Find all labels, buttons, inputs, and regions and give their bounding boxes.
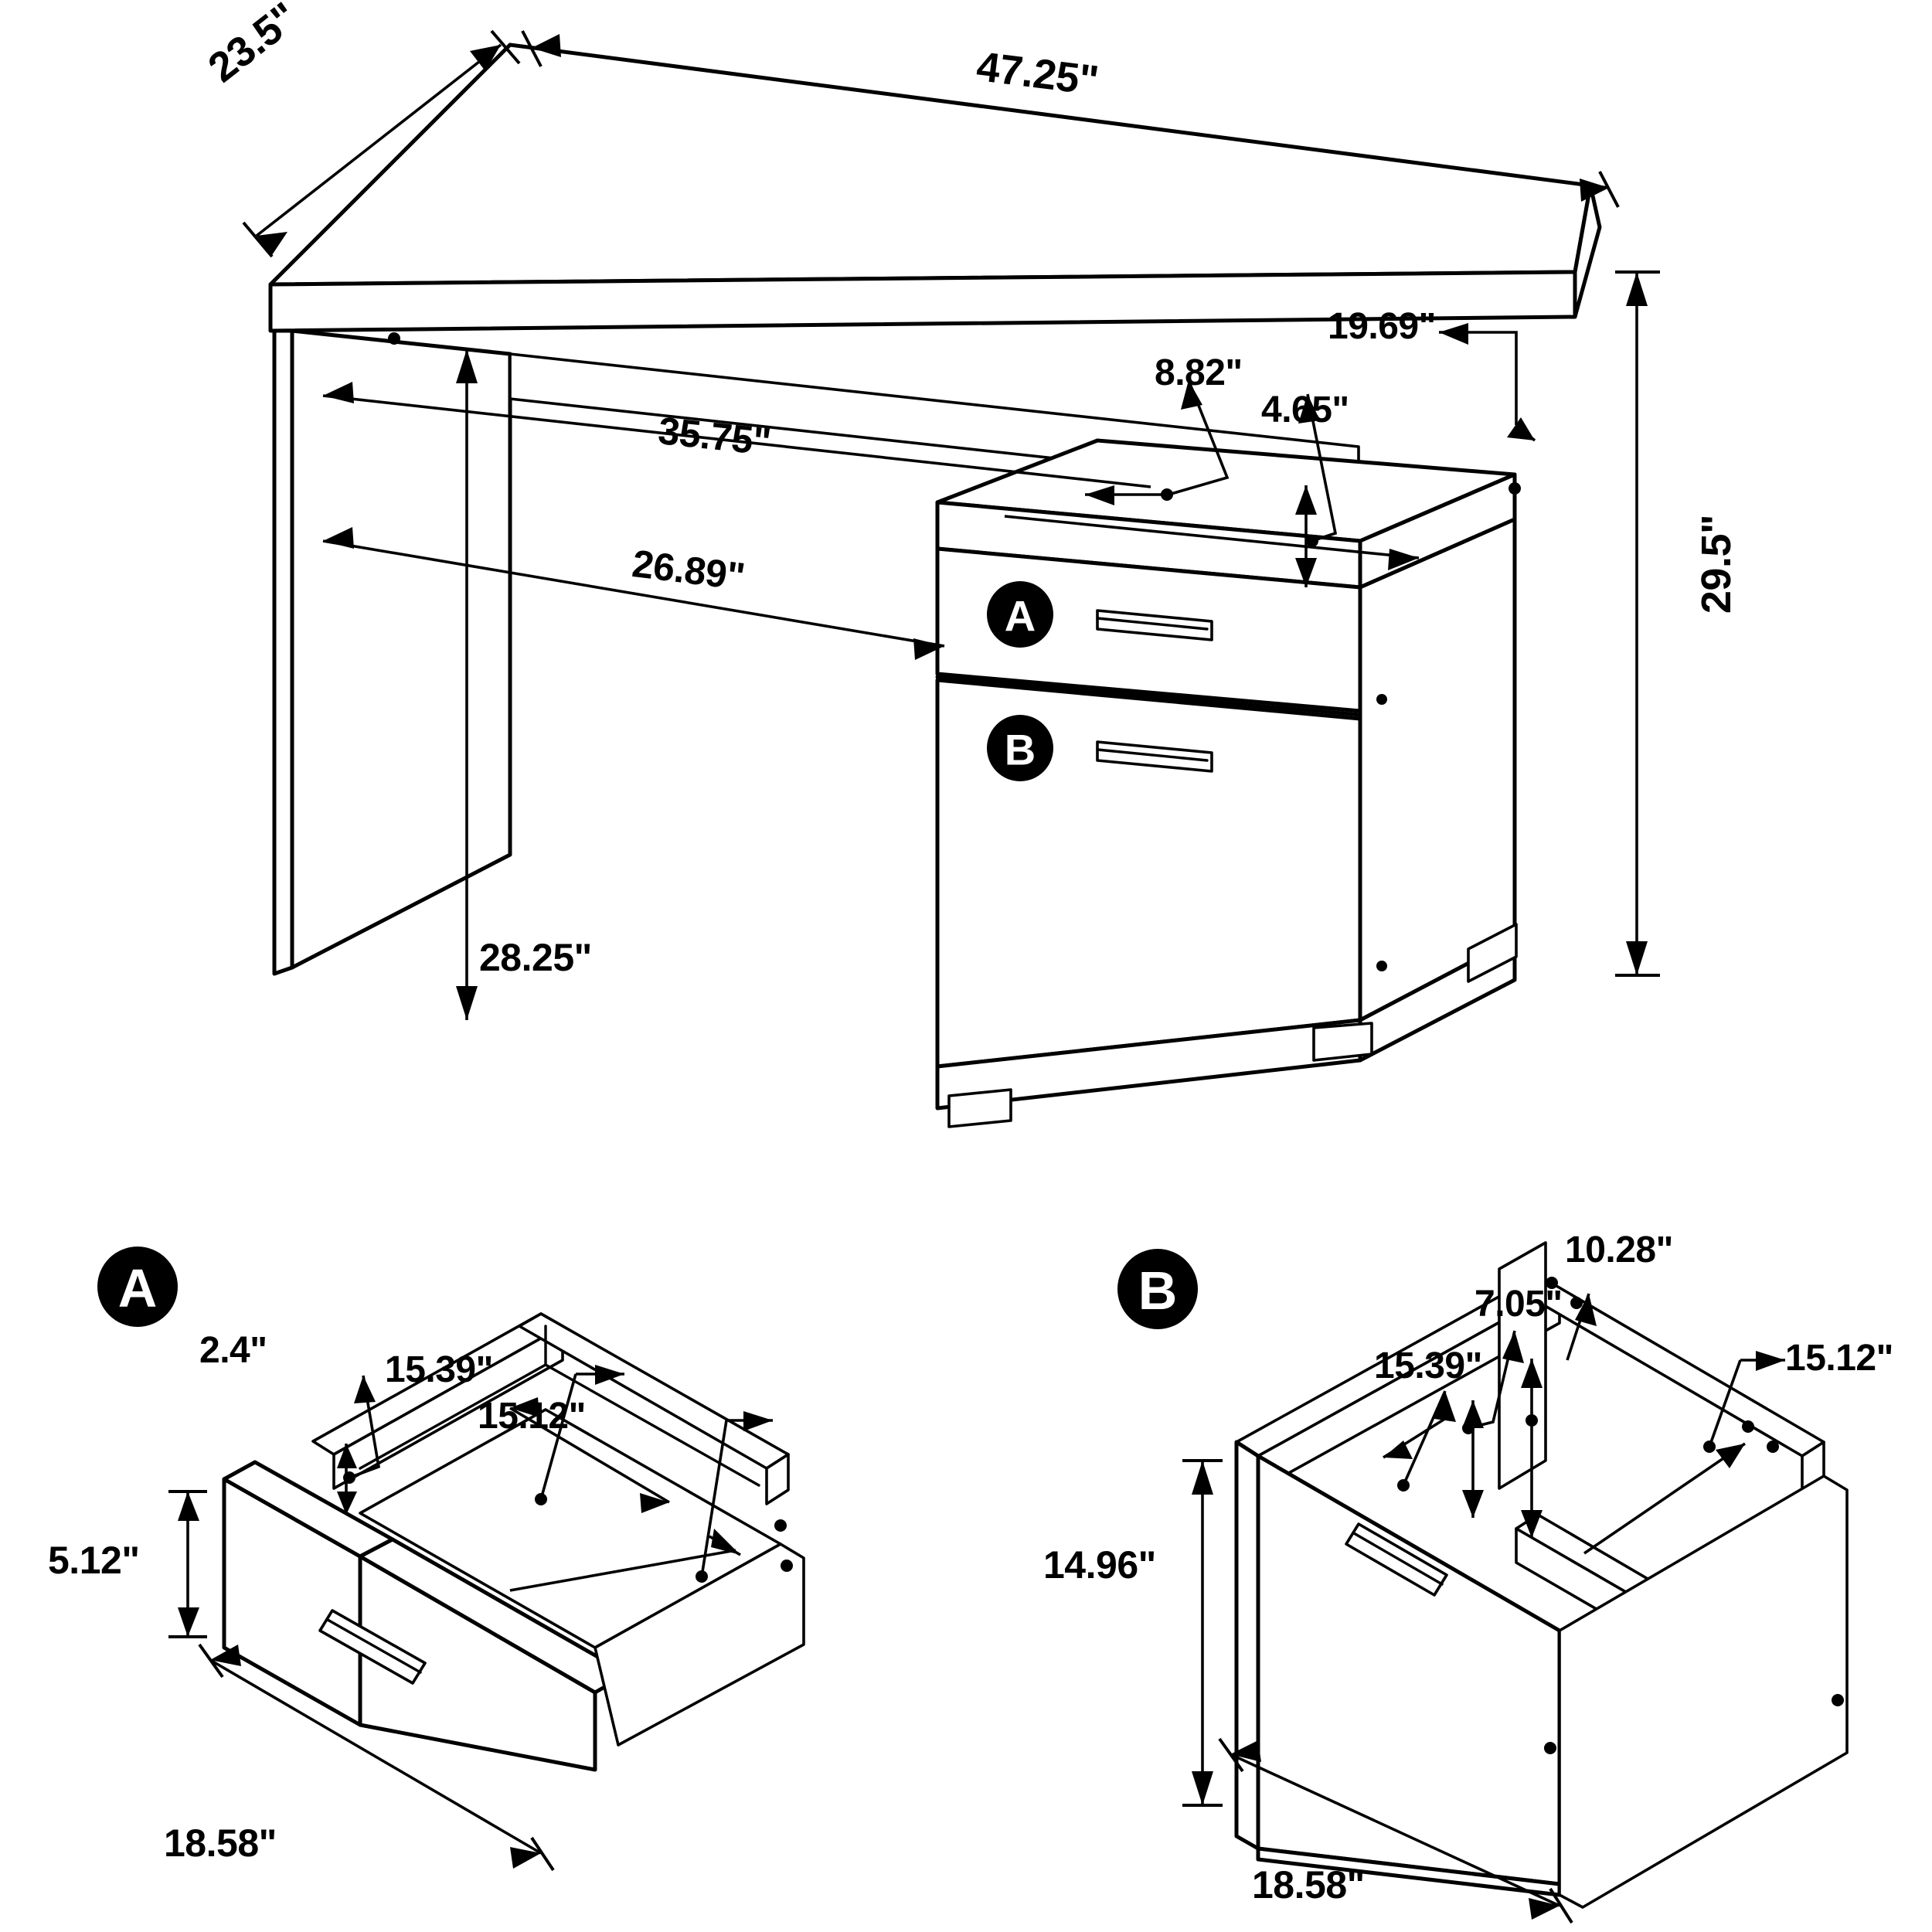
dim-label-drawer-a-front-width: 18.58" bbox=[164, 1821, 277, 1865]
dim-drawer-b-front-width bbox=[1218, 1737, 1573, 1924]
dim-label-drawer-b-divider-height: 7.05" bbox=[1475, 1284, 1563, 1325]
dim-top-overhang-arrow bbox=[1004, 515, 1420, 570]
drawer-b-screw-4 bbox=[1767, 1440, 1779, 1453]
desk-top-right-edge bbox=[1573, 183, 1602, 319]
drawer-a-back-rail-front bbox=[332, 1325, 564, 1490]
svg-text:B: B bbox=[1138, 1260, 1178, 1321]
drawer-b-handle-detail bbox=[1096, 748, 1209, 762]
dim-label-overall-height: 29.5" bbox=[1693, 514, 1740, 614]
svg-text:A: A bbox=[118, 1258, 158, 1318]
dim-drawer-b-back-height bbox=[1521, 1293, 1597, 1538]
drawer-a-detail-handle bbox=[318, 1609, 427, 1685]
svg-text:B: B bbox=[1005, 726, 1036, 774]
drawer-b-screw-2 bbox=[1570, 1297, 1583, 1309]
drawer-b-divider-panel bbox=[1498, 1241, 1547, 1490]
cabinet-foot-front-left bbox=[947, 1088, 1012, 1128]
drawer-b-back-panel bbox=[1558, 1475, 1849, 1909]
screw-dot-top-right bbox=[1509, 482, 1521, 495]
dim-drawer-a-front-height bbox=[168, 1490, 207, 1638]
drawer-a-screw-1 bbox=[774, 1519, 787, 1532]
drawer-b-screw-5 bbox=[1544, 1742, 1556, 1754]
callout-badge-b-detail: B bbox=[1117, 1249, 1198, 1329]
desk-left-leg-panel-inner bbox=[290, 328, 512, 970]
callout-badge-a-detail: A bbox=[97, 1247, 178, 1327]
dim-drawer-b-back-width bbox=[1383, 1390, 1456, 1492]
drawer-b-detail-handle bbox=[1345, 1522, 1448, 1597]
dim-label-center-support-offset: 8.82" bbox=[1155, 352, 1243, 393]
dim-knee-width-low bbox=[322, 527, 945, 660]
drawer-b-front-panel bbox=[1234, 1440, 1260, 1851]
detail-b-view: B bbox=[1117, 1241, 1849, 1924]
screw-dot-side-upper bbox=[1376, 694, 1387, 705]
drawer-a-handle-detail bbox=[1096, 617, 1209, 631]
drawer-b-right-rail-top bbox=[1515, 1274, 1825, 1458]
dim-drawer-a-back-width bbox=[509, 1365, 670, 1513]
dim-knee-width-top bbox=[322, 382, 1151, 488]
screw-dot-side-lower bbox=[1376, 961, 1387, 971]
cabinet-foot-front-right bbox=[1312, 1022, 1373, 1062]
dim-overall-height bbox=[1615, 270, 1660, 977]
dim-center-support-offset bbox=[1085, 379, 1230, 505]
screw-dot-top-left bbox=[388, 332, 400, 345]
dim-top-gap-height bbox=[1295, 393, 1338, 587]
drawer-a-right-side-panel bbox=[594, 1543, 805, 1747]
drawer-b-front-face bbox=[1256, 1454, 1562, 1886]
dim-label-drawer-a-side-height: 2.4" bbox=[199, 1330, 267, 1371]
cabinet-drawer-seam bbox=[935, 675, 1362, 717]
dim-drawer-b-front-height bbox=[1182, 1459, 1223, 1807]
dim-label-leg-panel-height: 28.25" bbox=[479, 936, 592, 979]
drawer-a-detail-handle-line bbox=[326, 1618, 422, 1674]
drawer-b-screw-3 bbox=[1742, 1420, 1754, 1433]
dim-overall-depth bbox=[242, 29, 521, 258]
dim-drawer-b-bottom-width bbox=[1583, 1351, 1785, 1555]
dim-top-overhang-depth bbox=[1439, 323, 1536, 442]
dim-drawer-a-bottom-width bbox=[509, 1411, 773, 1592]
dim-label-top-gap-height: 4.65" bbox=[1261, 389, 1349, 430]
dim-label-drawer-a-back-width: 15.39" bbox=[385, 1349, 493, 1390]
drawer-b-screw-1 bbox=[1546, 1277, 1558, 1289]
dim-drawer-a-front-width bbox=[198, 1643, 555, 1872]
dim-label-drawer-b-front-width: 18.58" bbox=[1252, 1863, 1365, 1906]
desk-left-leg-panel bbox=[272, 328, 294, 976]
drawer-b-detail-handle-line bbox=[1352, 1532, 1444, 1586]
callout-badge-a-main: A bbox=[987, 581, 1053, 648]
dim-label-drawer-b-front-height: 14.96" bbox=[1043, 1543, 1156, 1587]
drawer-b-screw-6 bbox=[1832, 1694, 1844, 1706]
dim-leg-panel-height bbox=[456, 349, 478, 1020]
dim-label-top-overhang-depth: 19.69" bbox=[1328, 306, 1436, 347]
dim-overall-width bbox=[521, 30, 1620, 208]
desk-top-surface bbox=[268, 43, 1593, 287]
dim-label-drawer-b-back-width: 15.39" bbox=[1374, 1345, 1482, 1386]
dim-drawer-a-side-height bbox=[337, 1375, 381, 1515]
detail-a-view: A bbox=[97, 1247, 805, 1872]
callout-badge-b-main: B bbox=[987, 715, 1053, 781]
dim-drawer-b-divider-height bbox=[1462, 1330, 1524, 1518]
dim-label-drawer-b-back-height: 10.28" bbox=[1565, 1230, 1673, 1270]
cabinet-foot-rear-right bbox=[1467, 923, 1518, 983]
drawer-a-right-rail-front bbox=[765, 1453, 790, 1505]
svg-text:A: A bbox=[1005, 592, 1036, 641]
dim-label-drawer-a-front-height: 5.12" bbox=[48, 1539, 140, 1582]
dim-label-drawer-a-bottom-width: 15.12" bbox=[478, 1396, 586, 1437]
drawer-a-screw-2 bbox=[781, 1560, 793, 1572]
dim-label-drawer-b-bottom-width: 15.12" bbox=[1785, 1338, 1893, 1379]
desk-main-view: A B bbox=[242, 29, 1660, 1128]
